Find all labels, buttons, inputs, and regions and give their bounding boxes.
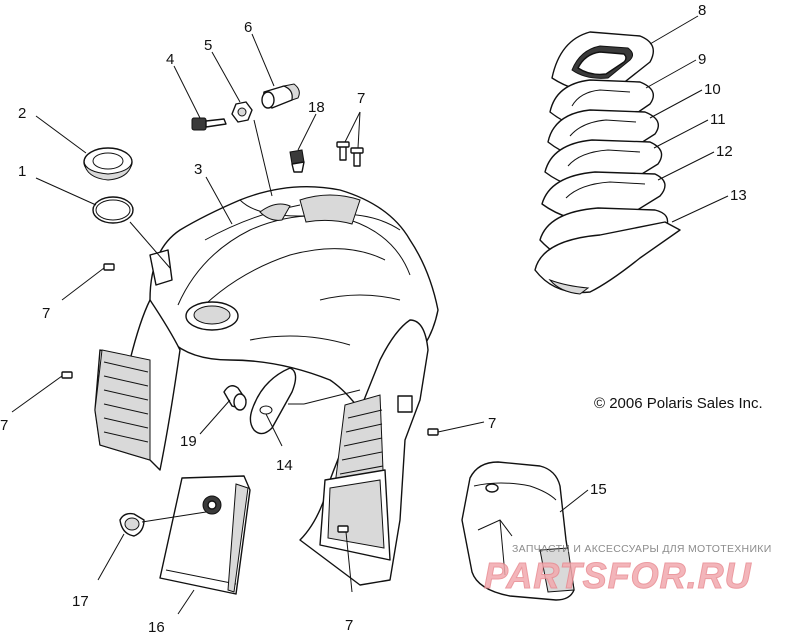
callout-14: 14 bbox=[276, 457, 293, 474]
part-16-cover bbox=[159, 475, 251, 595]
callout-17: 17 bbox=[72, 593, 89, 610]
part-3-hood bbox=[94, 185, 439, 586]
callout-4: 4 bbox=[166, 51, 174, 68]
callout-7-top: 7 bbox=[357, 90, 365, 107]
callout-16: 16 bbox=[148, 619, 165, 636]
callout-7-bottom: 7 bbox=[345, 617, 353, 634]
callout-7-right: 7 bbox=[488, 415, 496, 432]
part-2-ring bbox=[83, 147, 133, 181]
part-5-nut bbox=[231, 101, 253, 123]
leader-lines bbox=[11, 15, 729, 615]
part-13-frame bbox=[534, 207, 681, 295]
callout-8: 8 bbox=[698, 2, 706, 19]
copyright-text: © 2006 Polaris Sales Inc. bbox=[594, 395, 763, 412]
callout-5: 5 bbox=[204, 37, 212, 54]
part-7-screws-top bbox=[336, 141, 364, 167]
part-7-screws-sides bbox=[61, 263, 439, 533]
part-17-knob bbox=[119, 512, 145, 537]
callout-10: 10 bbox=[704, 81, 721, 98]
callout-12: 12 bbox=[716, 143, 733, 160]
part-19-button bbox=[223, 385, 247, 411]
part-15-box bbox=[461, 461, 575, 601]
callout-1: 1 bbox=[18, 163, 26, 180]
part-6-switch bbox=[261, 83, 300, 109]
watermark: ЗАПЧАСТИ И АКСЕССУАРЫ ДЛЯ МОТОТЕХНИКИ PA… bbox=[484, 543, 772, 597]
callout-18: 18 bbox=[308, 99, 325, 116]
part-18-clip bbox=[289, 149, 305, 173]
part-14-latch bbox=[249, 367, 304, 435]
callout-7-far-left: 7 bbox=[0, 417, 8, 434]
callout-11: 11 bbox=[710, 111, 726, 128]
callout-labels: 1 2 3 4 5 6 7 7 7 7 7 8 9 10 11 12 13 14… bbox=[0, 2, 747, 636]
watermark-logo: PARTSFOR.RU bbox=[484, 555, 752, 596]
watermark-tagline: ЗАПЧАСТИ И АКСЕССУАРЫ ДЛЯ МОТОТЕХНИКИ bbox=[512, 543, 772, 555]
callout-6: 6 bbox=[244, 19, 252, 36]
callout-15: 15 bbox=[590, 481, 607, 498]
part-1-gasket bbox=[92, 196, 134, 224]
part-8-bezel bbox=[551, 31, 654, 94]
part-4-key bbox=[191, 117, 227, 131]
callout-2: 2 bbox=[18, 105, 26, 122]
callout-3: 3 bbox=[194, 161, 202, 178]
callout-7-left: 7 bbox=[42, 305, 50, 322]
callout-9: 9 bbox=[698, 51, 706, 68]
callout-19: 19 bbox=[180, 433, 197, 450]
callout-13: 13 bbox=[730, 187, 747, 204]
